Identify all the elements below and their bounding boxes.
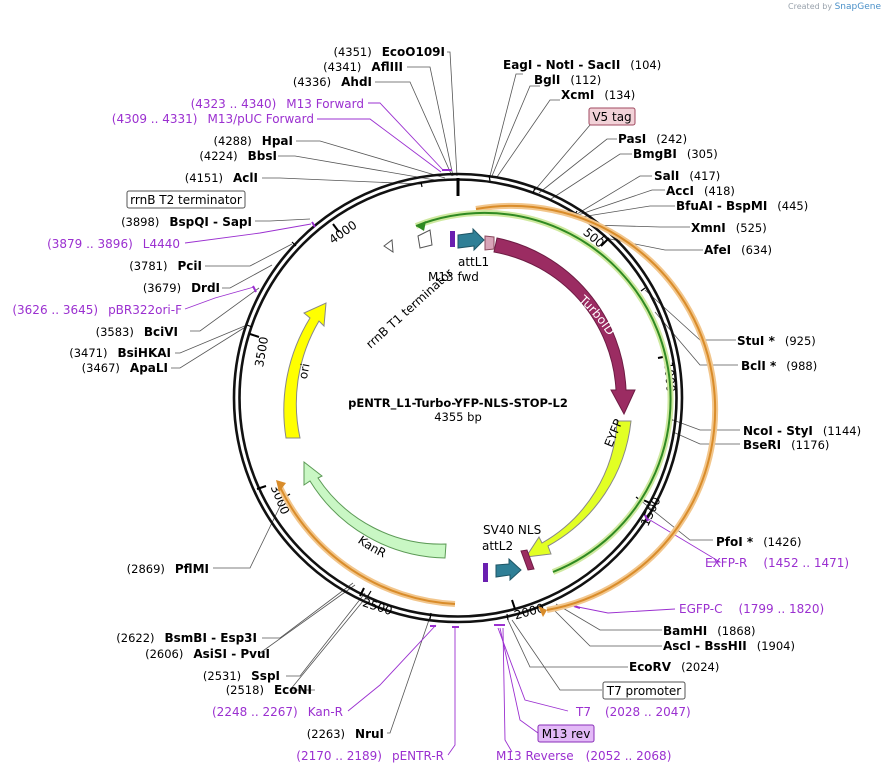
primer-label[interactable]: (2248 .. 2267)Kan-R: [212, 705, 343, 719]
ori-feature[interactable]: [283, 302, 327, 439]
site-label[interactable]: (2622)BsmBI - Esp3I: [116, 631, 257, 645]
attl1-label: attL1: [458, 255, 489, 269]
attl2-feature[interactable]: [495, 557, 522, 582]
site-label[interactable]: (2606)AsiSI - PvuI: [145, 647, 270, 661]
m13-rev-label: M13 rev: [542, 727, 591, 741]
site-label[interactable]: StuI *(925): [737, 334, 816, 348]
site-label[interactable]: (3467)ApaLI: [82, 361, 168, 375]
orange-arc-left: [279, 486, 456, 605]
sv40-nls-label: SV40 NLS: [483, 523, 541, 537]
primer-label[interactable]: EXFP-R(1452 .. 1471): [705, 556, 849, 570]
site-label[interactable]: (3679)DrdI: [143, 281, 220, 295]
site-label[interactable]: (4288)HpaI: [214, 134, 293, 148]
sv40-nls-feature[interactable]: [520, 549, 535, 571]
primer-label[interactable]: T7(2028 .. 2047): [575, 705, 691, 719]
site-label[interactable]: (2263)NruI: [307, 727, 384, 741]
site-label[interactable]: (4151)AclI: [185, 171, 258, 185]
primer-marks: [252, 169, 649, 628]
box-m13-rev[interactable]: M13 rev: [537, 724, 595, 743]
site-label[interactable]: (3898)BspQI - SapI: [121, 215, 252, 229]
kanr-feature[interactable]: [303, 460, 447, 559]
site-label[interactable]: (4351)EcoO109I: [333, 45, 445, 59]
box-rrnb-t2[interactable]: rrnB T2 terminator: [126, 190, 246, 209]
rrnb-t2-label: rrnB T2 terminator: [130, 193, 242, 207]
site-label[interactable]: (2531)SspI: [203, 669, 280, 683]
box-v5-tag[interactable]: V5 tag: [588, 107, 636, 126]
site-label[interactable]: EcoRV(2024): [629, 660, 719, 674]
orange-arc-head: [538, 606, 547, 617]
site-label[interactable]: XmnI(525): [691, 221, 767, 235]
tick-label-4000: 4000: [326, 218, 359, 247]
primer-label[interactable]: (3879 .. 3896)L4440: [47, 237, 180, 251]
primer-leader-lines: [184, 102, 722, 756]
plasmid-name: pENTR_L1-Turbo-YFP-NLS-STOP-L2: [348, 396, 568, 411]
snapgene-branding: Created by SnapGene: [788, 2, 881, 12]
attl2-mark: [483, 563, 488, 582]
box-t7-promoter[interactable]: T7 promoter: [602, 681, 686, 700]
site-label[interactable]: EagI - NotI - SacII(104): [503, 58, 661, 72]
primer-label[interactable]: (3626 .. 3645)pBR322ori-F: [12, 303, 182, 317]
site-label[interactable]: AfeI(634): [704, 243, 772, 257]
site-label[interactable]: BseRI(1176): [743, 438, 829, 452]
tick-label-3500: 3500: [252, 336, 271, 369]
site-label[interactable]: SalI(417): [654, 169, 720, 183]
primer-labels: (4323 .. 4340)M13 Forward (4309 .. 4331)…: [12, 97, 849, 763]
site-label[interactable]: (2869)PflMI: [127, 562, 209, 576]
leader-lines: [171, 51, 740, 734]
site-label[interactable]: AscI - BssHII(1904): [663, 639, 795, 653]
m13-fwd-label: M13 fwd: [428, 270, 479, 284]
turboid-label: TurboID: [576, 292, 618, 338]
site-label[interactable]: PasI(242): [618, 132, 687, 146]
site-label[interactable]: BfuAI - BspMI(445): [676, 199, 808, 213]
primer-label[interactable]: EGFP-C(1799 .. 1820): [679, 602, 824, 616]
site-label[interactable]: (3583)BciVI: [96, 325, 178, 339]
site-label[interactable]: AccI(418): [666, 184, 735, 198]
site-label[interactable]: (4224)BbsI: [199, 149, 277, 163]
ori-label: ori: [296, 362, 312, 380]
m13-fwd-mark[interactable]: [450, 231, 455, 247]
site-label[interactable]: (3471)BsiHKAI: [69, 346, 171, 360]
rrnb-t1-arrow[interactable]: [417, 229, 433, 249]
rrnb-t1-small-arrow: [383, 239, 394, 253]
green-arc: [415, 211, 672, 573]
site-label[interactable]: (4336)AhdI: [293, 75, 372, 89]
site-label[interactable]: BglI(112): [534, 73, 601, 87]
site-label[interactable]: (3781)PciI: [129, 259, 202, 273]
attl1-feature[interactable]: [457, 227, 485, 252]
plasmid-size: 4355 bp: [434, 410, 482, 424]
site-label[interactable]: BclI *(988): [741, 359, 817, 373]
site-label[interactable]: NcoI - StyI(1144): [743, 424, 861, 438]
eyfp-feature[interactable]: [524, 420, 632, 558]
sites-left: (4351)EcoO109I (4341)AflIII (4336)AhdI (…: [69, 45, 445, 741]
backbone-outer-ring: [232, 172, 684, 624]
primer-label[interactable]: (2170 .. 2189)pENTR-R: [296, 749, 444, 763]
orange-arc-right: [475, 204, 717, 611]
site-label[interactable]: BamHI(1868): [663, 624, 756, 638]
site-label[interactable]: XcmI(134): [561, 88, 635, 102]
primer-label[interactable]: (4309 .. 4331)M13/pUC Forward: [112, 112, 314, 126]
snapgene-logo-text: SnapGene: [834, 2, 881, 12]
turboid-feature[interactable]: [493, 237, 636, 416]
primer-label[interactable]: M13 Reverse(2052 .. 2068): [496, 749, 671, 763]
site-marks: [246, 174, 673, 621]
site-label[interactable]: (2518)EcoNI: [226, 683, 312, 697]
site-label[interactable]: BmgBI(305): [633, 147, 718, 161]
orange-arc-left-head: [276, 480, 286, 492]
v5-tag-label: V5 tag: [592, 110, 631, 124]
green-arc-head: [416, 221, 426, 231]
sites-right: EagI - NotI - SacII(104) BglI(112) XcmI(…: [503, 58, 861, 674]
branding-prefix: Created by: [788, 2, 833, 11]
v5-mark: [484, 235, 495, 251]
site-label[interactable]: (4341)AflIII: [323, 60, 403, 74]
tick-label-2500: 2500: [361, 595, 394, 618]
primer-label[interactable]: (4323 .. 4340)M13 Forward: [191, 97, 364, 111]
attl2-label: attL2: [482, 539, 513, 553]
site-label[interactable]: PfoI *(1426): [716, 535, 801, 549]
t7-promoter-label: T7 promoter: [606, 684, 682, 698]
